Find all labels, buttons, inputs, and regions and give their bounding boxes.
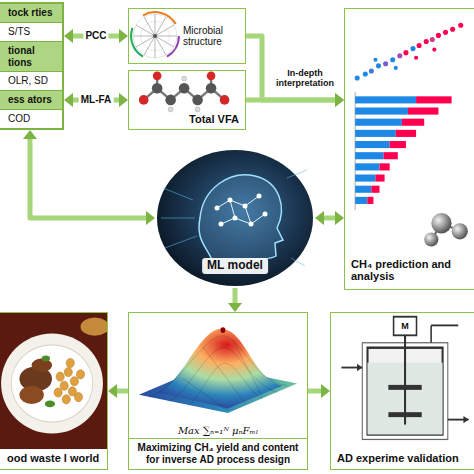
food-waste-box: ood waste l world: [0, 312, 108, 470]
arrow-head: [119, 93, 128, 107]
parameter-cell: COD: [0, 109, 62, 128]
validation-box: M AD experime validation: [330, 312, 474, 470]
art-holder: [129, 9, 181, 63]
edge-label: PCC: [83, 30, 108, 42]
parameter-band: ess ators: [0, 90, 62, 109]
art-holder: [345, 9, 474, 255]
panel-heading: tock rties: [0, 4, 62, 22]
box-text: Maximizing CH₄ yield and content for inv…: [129, 438, 307, 469]
arrow-head: [335, 211, 344, 225]
arrow-head: [23, 130, 37, 139]
phylogenetic-tree: [129, 9, 181, 63]
band-text: tional tions: [0, 42, 62, 71]
connector-line: [246, 98, 336, 103]
arrow-head: [108, 384, 117, 398]
edge-label: ML-FA: [79, 94, 114, 106]
connector-line: [323, 216, 336, 221]
box-text: ood waste l world: [0, 449, 107, 469]
arrow-head: [64, 29, 73, 43]
box-text: Total VFA: [129, 113, 245, 129]
parameter-cell: S/TS: [0, 22, 62, 41]
reactor-drawing: [331, 313, 474, 449]
connector-arrow: [23, 130, 155, 225]
connector-arrow: [246, 36, 344, 107]
prediction-panel: CH₄ prediction and analysis: [344, 8, 474, 290]
vfa-box: Total VFA: [128, 70, 246, 130]
food-waste-photo: [0, 313, 107, 449]
box-text: Microbial structure: [181, 23, 245, 50]
parameter-band: tional tions: [0, 41, 62, 71]
connector-line: [30, 138, 147, 218]
motor-label: M: [401, 321, 409, 330]
arrow-head: [119, 29, 128, 43]
objective-formula: Max ∑ₙ₌₁ᴺ μₙFₘₗ: [175, 425, 261, 437]
box-text: CH₄ prediction and analysis: [345, 255, 474, 289]
cell-text: S/TS: [0, 23, 62, 41]
arrow-head: [146, 211, 155, 225]
microbial-box: Microbial structure: [128, 8, 246, 64]
cell-text: OLR, SD: [0, 72, 62, 90]
band-text: ess ators: [0, 91, 62, 109]
connector-arrow: [308, 384, 330, 398]
arrow-head: [321, 384, 330, 398]
box-text: AD experime validation: [331, 449, 474, 469]
edge-label: In-depth interpretation: [266, 68, 344, 89]
connector-arrow: [315, 211, 344, 225]
art-holder: M: [331, 313, 474, 449]
arrow-head: [64, 93, 73, 107]
connector-arrow: [64, 93, 128, 107]
optimization-box: Max ∑ₙ₌₁ᴺ μₙFₘₗMaximizing CH₄ yield and …: [128, 312, 308, 470]
connector-arrow: [228, 288, 242, 312]
arrow-head: [335, 93, 344, 107]
cell-text: COD: [0, 110, 62, 128]
art-holder: [0, 313, 107, 449]
arrow-head: [228, 303, 242, 312]
model-text: ML model: [202, 258, 268, 274]
connector-line: [308, 389, 322, 394]
ml-model-circle: ML model: [155, 148, 315, 288]
connector-line: [233, 288, 238, 304]
art-holder: Max ∑ₙ₌₁ᴺ μₙFₘₗ: [129, 313, 307, 438]
vfa-molecule: [129, 71, 245, 113]
connector-arrow: [246, 93, 344, 107]
connector-arrow: [108, 384, 128, 398]
art-holder: [129, 71, 245, 113]
arrow-head: [315, 211, 324, 225]
arrow-head: [335, 93, 344, 107]
parameter-cell: OLR, SD: [0, 71, 62, 90]
connector-line: [116, 389, 128, 394]
shap-chart: [345, 9, 474, 255]
connector-arrow: [64, 29, 128, 43]
response-surface: [129, 313, 307, 438]
input-panel: tock rtiesS/TStional tionsOLR, SDess ato…: [0, 2, 64, 130]
